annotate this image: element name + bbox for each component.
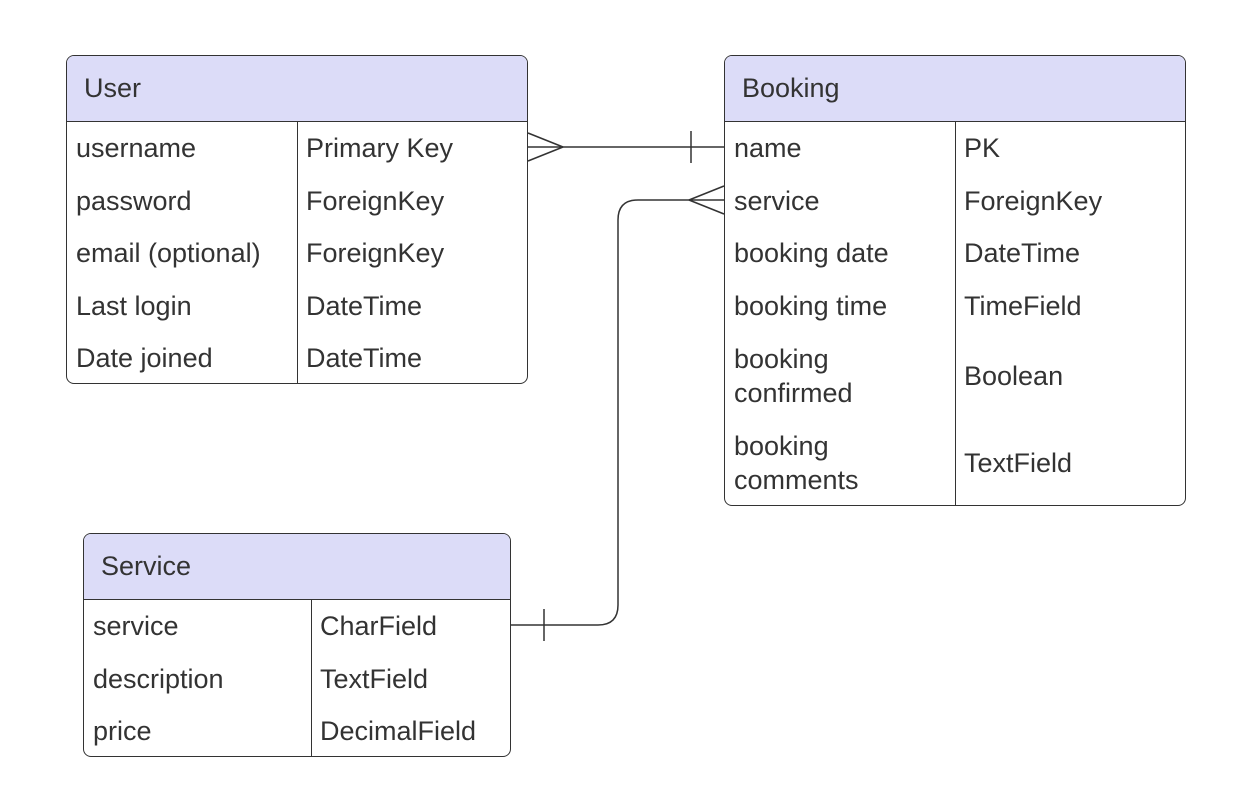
field-name: service	[93, 611, 179, 641]
relationship-line	[511, 199, 724, 626]
table-row: Last login DateTime	[67, 279, 527, 332]
field-name: booking date	[734, 238, 889, 268]
table-row: service CharField	[84, 600, 510, 652]
entity-booking-title: Booking	[725, 56, 1185, 122]
entity-booking-fields: name PK service ForeignKey booking date …	[725, 122, 1185, 505]
field-name: booking confirmed	[734, 343, 853, 408]
table-row: booking time TimeField	[725, 279, 1185, 332]
field-name: Date joined	[76, 343, 213, 373]
field-type: TimeField	[964, 290, 1082, 321]
field-name: booking comments	[734, 430, 859, 495]
table-row: service ForeignKey	[725, 174, 1185, 227]
field-type: TextField	[320, 663, 429, 694]
field-type: CharField	[320, 611, 438, 641]
field-name: username	[76, 133, 197, 163]
field-name: service	[734, 185, 820, 216]
table-row: name PK	[725, 122, 1185, 174]
entity-user-fields: username Primary Key password ForeignKey…	[67, 122, 527, 383]
field-type: DateTime	[306, 290, 423, 321]
relationship-service-booking	[511, 185, 725, 641]
field-name: name	[734, 133, 802, 163]
entity-booking: Booking name PK service ForeignKey booki…	[724, 55, 1186, 506]
entity-service-title: Service	[84, 534, 510, 600]
entity-service-fields: service CharField description TextField …	[84, 600, 510, 756]
field-type: ForeignKey	[964, 185, 1103, 216]
table-row: price DecimalField	[84, 705, 510, 756]
entity-user-title: User	[67, 56, 527, 122]
field-type: Boolean	[964, 360, 1064, 391]
field-name: Last login	[76, 290, 192, 321]
field-name: booking time	[734, 290, 888, 321]
field-name: price	[93, 716, 152, 746]
table-row: Date joined DateTime	[67, 332, 527, 383]
table-row: email (optional) ForeignKey	[67, 227, 527, 279]
crows-foot-many-marker	[688, 199, 725, 215]
field-type: DateTime	[964, 238, 1081, 268]
field-type: DateTime	[306, 343, 423, 373]
field-type: DecimalField	[320, 716, 477, 746]
crows-foot-many-marker	[527, 146, 564, 162]
field-type: TextField	[964, 447, 1073, 478]
table-row: booking confirmed Boolean	[725, 332, 1185, 419]
field-type: ForeignKey	[306, 185, 445, 216]
table-row: booking comments TextField	[725, 419, 1185, 505]
table-row: password ForeignKey	[67, 174, 527, 227]
field-name: password	[76, 185, 192, 216]
field-type: Primary Key	[306, 133, 454, 163]
field-type: ForeignKey	[306, 238, 445, 268]
entity-service: Service service CharField description Te…	[83, 533, 511, 757]
table-row: username Primary Key	[67, 122, 527, 174]
crows-foot-many-marker	[527, 132, 564, 148]
table-row: booking date DateTime	[725, 227, 1185, 279]
entity-user: User username Primary Key password Forei…	[66, 55, 528, 384]
crows-foot-many-marker	[688, 185, 725, 201]
field-type: PK	[964, 133, 1001, 163]
field-name: description	[93, 663, 224, 694]
table-row: description TextField	[84, 652, 510, 705]
field-name: email (optional)	[76, 238, 261, 268]
relationship-user-booking	[527, 131, 724, 163]
